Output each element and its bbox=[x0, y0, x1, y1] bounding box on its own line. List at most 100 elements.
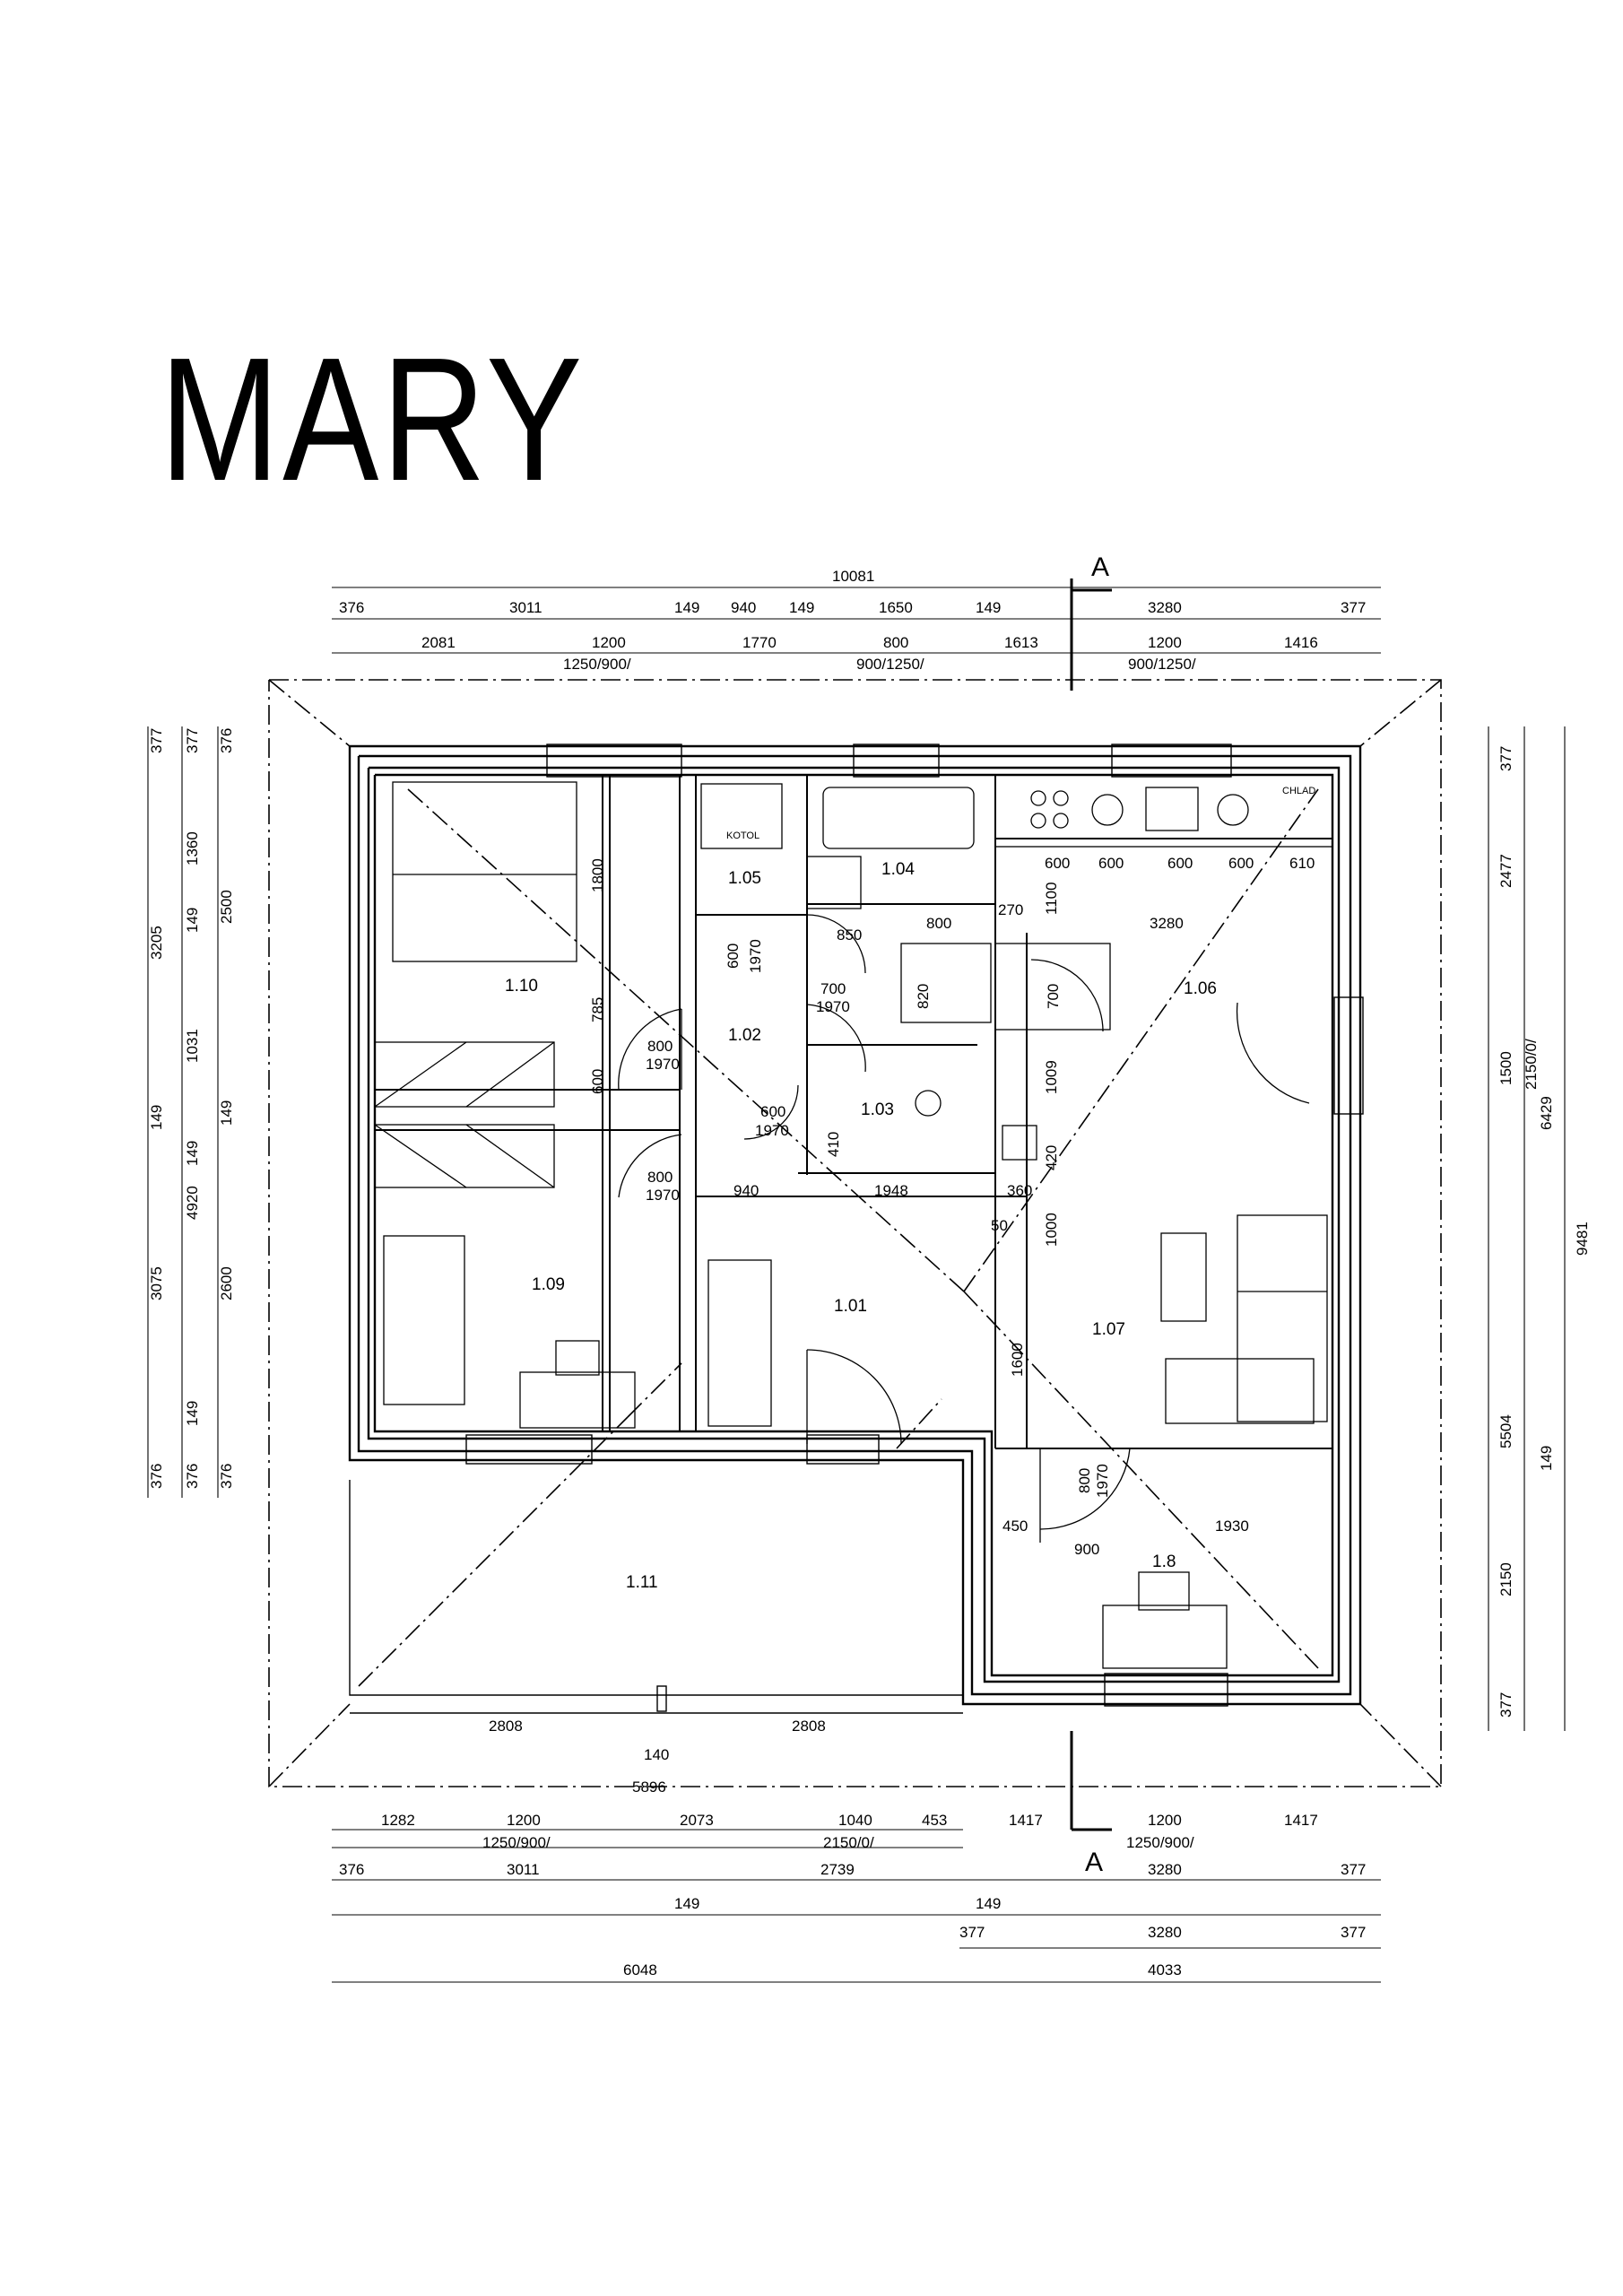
interior-walls bbox=[375, 775, 1332, 1449]
dim-800: 800 bbox=[926, 915, 951, 932]
dim-b-r1: 1417 bbox=[1009, 1812, 1043, 1829]
dim-top-r1: 149 bbox=[789, 599, 814, 616]
dim-800: 800 bbox=[1076, 1468, 1093, 1493]
terrace bbox=[349, 1480, 963, 1714]
dim-850: 850 bbox=[837, 926, 862, 944]
dim-b-r3: 3280 bbox=[1148, 1924, 1182, 1941]
dim-left-c1: 3075 bbox=[148, 1266, 165, 1300]
boiler-label: KOTOL bbox=[726, 831, 759, 841]
dim-left-c2: 149 bbox=[184, 1141, 201, 1166]
dim-kitchen: 600 bbox=[1228, 855, 1254, 872]
dim-b-r3: 377 bbox=[959, 1924, 985, 1941]
dim-kitchen: 600 bbox=[1167, 855, 1193, 872]
dim-1800: 1800 bbox=[589, 858, 606, 892]
section-label-bottom: A bbox=[1085, 1848, 1103, 1877]
dimension-lines bbox=[147, 587, 1566, 1983]
dim-800: 800 bbox=[647, 1038, 673, 1055]
dim-right: 377 2477 1500 2150/0/ 5504 2150 377 6429… bbox=[1497, 746, 1591, 1718]
dim-785: 785 bbox=[589, 997, 606, 1022]
dim-right-c1: 1500 bbox=[1497, 1051, 1515, 1085]
dim-left-c3: 376 bbox=[218, 1464, 235, 1489]
dim-top-r2: 1200 bbox=[592, 634, 626, 651]
dim-b-r2: 377 bbox=[1341, 1861, 1366, 1878]
dim-top-r1: 149 bbox=[674, 599, 699, 616]
dim-b-r1: 1282 bbox=[381, 1812, 415, 1829]
dim-b-sub: 2150/0/ bbox=[823, 1834, 874, 1851]
dim-1970: 1970 bbox=[747, 939, 764, 973]
dim-600: 600 bbox=[589, 1069, 606, 1094]
dim-1930: 1930 bbox=[1215, 1518, 1249, 1535]
dim-top-r2: 1416 bbox=[1284, 634, 1318, 651]
dim-top-r1: 940 bbox=[731, 599, 756, 616]
dim-b-sub: 1250/900/ bbox=[1126, 1834, 1194, 1851]
dim-right-c2: 149 bbox=[1538, 1446, 1555, 1471]
dim-b-r2-right: 3280 bbox=[1148, 1861, 1182, 1878]
dim-b-r4: 6048 bbox=[623, 1961, 657, 1979]
dim-410: 410 bbox=[825, 1132, 842, 1157]
room-1-01: 1.01 bbox=[834, 1297, 867, 1316]
dim-b-r2: 2739 bbox=[820, 1861, 855, 1878]
dim-left-c3: 2500 bbox=[218, 890, 235, 924]
dim-kitchen: 600 bbox=[1098, 855, 1124, 872]
dim-420: 420 bbox=[1043, 1145, 1060, 1170]
dim-top-sub: 1250/900/ bbox=[563, 656, 631, 673]
drawing-title: MARY bbox=[160, 321, 586, 517]
dim-3280: 3280 bbox=[1150, 915, 1184, 932]
dim-1000: 1000 bbox=[1043, 1213, 1060, 1247]
dim-left: 377 3205 149 3075 376 377 1360 149 1031 … bbox=[148, 728, 235, 1489]
dim-left-c3: 149 bbox=[218, 1100, 235, 1126]
dim-kitchen: 600 bbox=[1045, 855, 1070, 872]
dim-b-r2: 3011 bbox=[507, 1861, 540, 1878]
dim-top-r2: 800 bbox=[883, 634, 908, 651]
room-1-05: 1.05 bbox=[728, 869, 761, 888]
dim-bottom: 2808 140 2808 5896 1282 1200 2073 1040 4… bbox=[339, 1718, 1366, 1979]
dim-1600: 1600 bbox=[1009, 1343, 1026, 1377]
dim-b-r2: 376 bbox=[339, 1861, 364, 1878]
dim-right-c2: 6429 bbox=[1538, 1096, 1555, 1130]
dim-b-r4: 4033 bbox=[1148, 1961, 1182, 1979]
room-1-11: 1.11 bbox=[626, 1573, 658, 1592]
section-cut bbox=[1070, 578, 1112, 1831]
dim-top-r1: 377 bbox=[1341, 599, 1366, 616]
furniture bbox=[374, 774, 1333, 1669]
dim-top-sub: 900/1250/ bbox=[1128, 656, 1196, 673]
exterior-walls bbox=[348, 744, 1362, 1706]
room-1-07: 1.07 bbox=[1092, 1320, 1125, 1339]
dim-b-r1: 453 bbox=[922, 1812, 947, 1829]
dim-820: 820 bbox=[915, 984, 932, 1009]
dim-b-r1: 1417 bbox=[1284, 1812, 1318, 1829]
dim-left-c1: 149 bbox=[148, 1105, 165, 1130]
dim-right-c1: 377 bbox=[1497, 746, 1515, 771]
dim-50: 50 bbox=[991, 1217, 1008, 1234]
dim-right-c1: 2150/0/ bbox=[1523, 1039, 1540, 1090]
dim-left-c3: 2600 bbox=[218, 1266, 235, 1300]
dim-1970: 1970 bbox=[755, 1122, 789, 1139]
dim-top-r2: 1200 bbox=[1148, 634, 1182, 651]
dim-top-r1: 3011 bbox=[509, 599, 542, 616]
dim-right-c1: 5504 bbox=[1497, 1414, 1515, 1448]
dim-kitchen: 610 bbox=[1289, 855, 1315, 872]
room-1-8: 1.8 bbox=[1152, 1552, 1176, 1571]
dim-700: 700 bbox=[820, 980, 846, 997]
dim-left-c2: 4920 bbox=[184, 1186, 201, 1220]
dim-terrace: 5896 bbox=[632, 1779, 666, 1796]
room-1-04: 1.04 bbox=[881, 860, 915, 879]
dim-left-c2: 149 bbox=[184, 1401, 201, 1426]
dim-left-c3: 376 bbox=[218, 728, 235, 753]
dim-top-r2: 1613 bbox=[1004, 634, 1038, 651]
dim-left-c1: 376 bbox=[148, 1464, 165, 1489]
dim-b-r1: 1200 bbox=[1148, 1812, 1182, 1829]
dim-top-r1: 149 bbox=[976, 599, 1001, 616]
dim-top-r1: 3280 bbox=[1148, 599, 1182, 616]
dim-600: 600 bbox=[760, 1103, 785, 1120]
dim-terrace: 2808 bbox=[792, 1718, 826, 1735]
dim-right-c1: 2477 bbox=[1497, 854, 1515, 888]
dim-800: 800 bbox=[647, 1169, 673, 1186]
room-1-10: 1.10 bbox=[505, 977, 538, 996]
windows bbox=[465, 744, 1364, 1707]
dim-right-c1: 2150 bbox=[1497, 1562, 1515, 1596]
section-label-top: A bbox=[1091, 552, 1109, 582]
dim-1970: 1970 bbox=[816, 998, 850, 1015]
dim-terrace: 140 bbox=[644, 1746, 669, 1763]
